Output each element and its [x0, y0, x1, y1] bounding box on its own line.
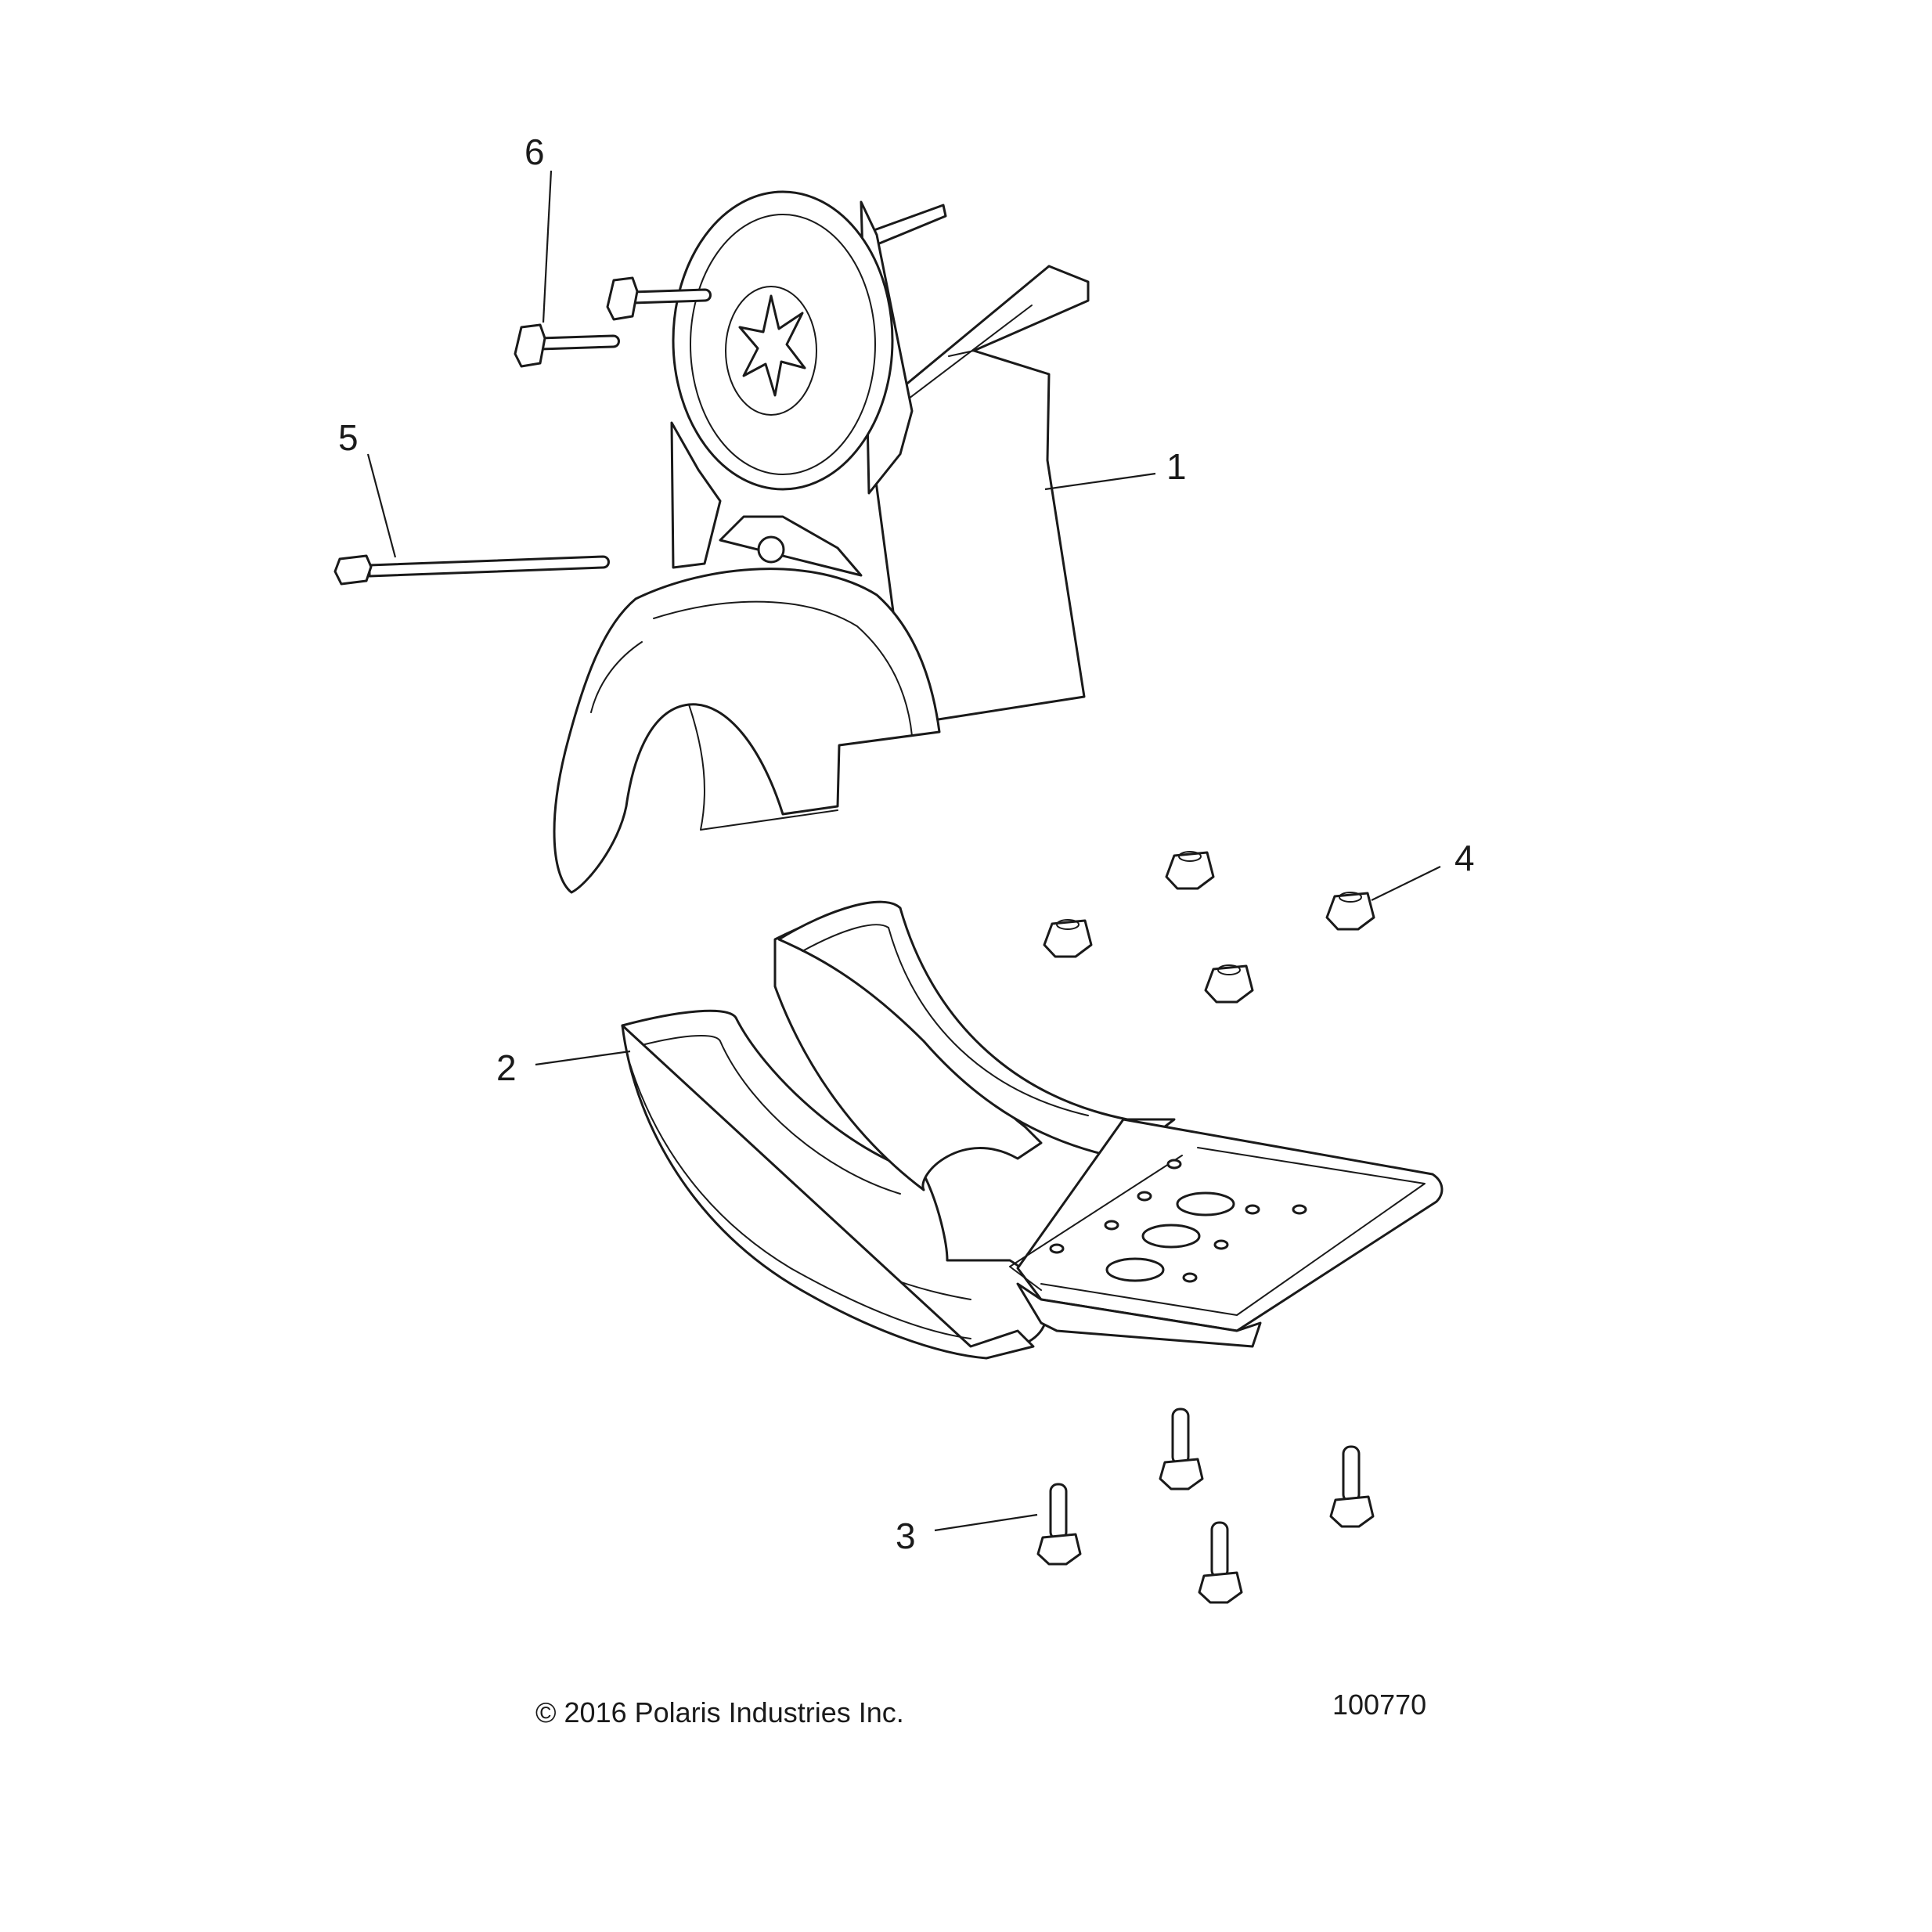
skid-hole — [1141, 1224, 1201, 1249]
polaris-star-icon — [738, 294, 806, 397]
callout-6: 6 — [524, 132, 545, 172]
part-4-nut — [1204, 964, 1254, 1004]
leader-line-5 — [366, 453, 397, 558]
part-6-bolt — [514, 323, 620, 368]
leader-line-1 — [1044, 472, 1156, 491]
part-4-nut — [1325, 892, 1375, 931]
part-6-bolt — [606, 276, 712, 321]
skid-hole — [1176, 1191, 1235, 1217]
leader-line-4 — [1371, 866, 1441, 901]
part-3-bolt — [1198, 1521, 1243, 1604]
part-2-skid-plate — [621, 900, 1444, 1360]
part-3-bolt — [1159, 1408, 1204, 1490]
callout-2: 2 — [496, 1047, 517, 1088]
leader-line-2 — [535, 1050, 631, 1066]
skid-hole — [1105, 1257, 1165, 1282]
part-3-bolt — [1329, 1445, 1375, 1528]
part-5-long-bolt — [333, 554, 610, 586]
part-1-upper-guard — [553, 190, 1090, 894]
copyright-text: © 2016 Polaris Industries Inc. — [535, 1696, 904, 1728]
part-4-nut — [1165, 851, 1215, 890]
part-3-bolt — [1036, 1483, 1082, 1566]
leader-line-3 — [934, 1513, 1038, 1532]
part-4-nut — [1043, 919, 1093, 958]
callout-3: 3 — [896, 1516, 916, 1556]
callout-5: 5 — [338, 417, 359, 458]
callout-4: 4 — [1454, 838, 1475, 878]
figure-number: 100770 — [1332, 1689, 1426, 1721]
leader-line-6 — [542, 170, 553, 323]
callout-1: 1 — [1166, 446, 1187, 487]
